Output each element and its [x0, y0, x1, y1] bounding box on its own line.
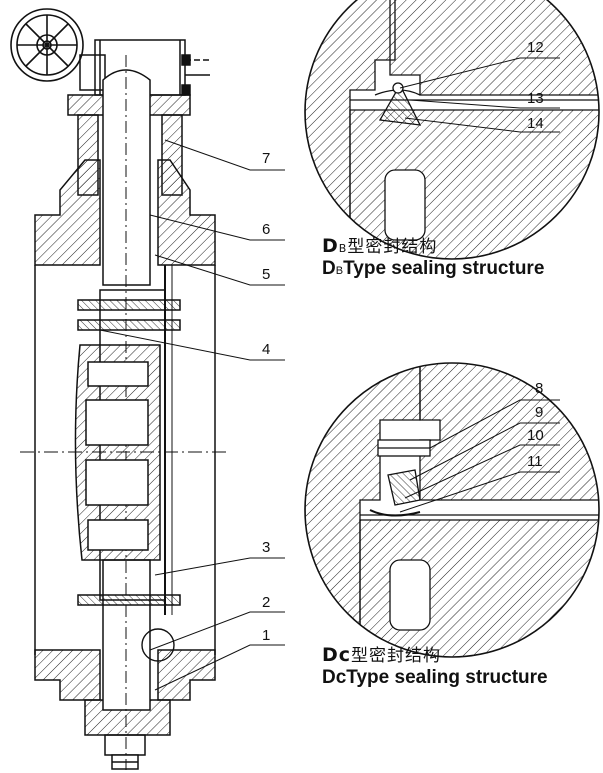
part-number-14: 14	[527, 115, 544, 132]
part-number-8: 8	[535, 380, 543, 397]
caption-db-zh-sub: B	[338, 242, 348, 255]
caption-db: DB型密封结构 DBType sealing structure	[322, 235, 544, 280]
caption-db-en-text: Type sealing structure	[343, 257, 545, 279]
caption-dc-zh-text: 型密封结构	[351, 646, 442, 666]
caption-dc-en: DcType sealing structure	[322, 667, 548, 689]
part-number-6: 6	[262, 221, 270, 238]
part-number-13: 13	[527, 90, 544, 107]
part-number-4: 4	[262, 341, 270, 358]
part-number-7: 7	[262, 150, 270, 167]
caption-db-zh-prefix: D	[322, 235, 339, 257]
caption-dc-en-prefix: Dc	[322, 666, 347, 688]
caption-db-en: DBType sealing structure	[322, 258, 544, 280]
caption-dc-en-text: Type sealing structure	[346, 666, 548, 688]
part-number-9: 9	[535, 404, 543, 421]
part-number-11: 11	[527, 453, 543, 470]
gearbox	[79, 39, 210, 96]
caption-dc: Dc型密封结构 DcType sealing structure	[322, 644, 548, 689]
caption-dc-zh: Dc型密封结构	[322, 644, 548, 667]
part-number-1: 1	[262, 627, 270, 644]
part-number-12: 12	[527, 39, 544, 56]
handwheel	[10, 8, 84, 82]
part-number-5: 5	[262, 266, 270, 283]
detail-dc	[304, 362, 600, 658]
caption-db-en-prefix: D	[322, 257, 336, 279]
caption-db-en-sub: B	[335, 264, 344, 277]
caption-db-zh-text: 型密封结构	[347, 237, 438, 257]
caption-dc-zh-prefix: Dc	[322, 644, 352, 666]
caption-db-zh: DB型密封结构	[322, 235, 544, 258]
detail-circle	[141, 628, 175, 662]
part-number-10: 10	[527, 427, 544, 444]
part-number-2: 2	[262, 594, 270, 611]
leader-lines	[99, 139, 285, 691]
part-number-3: 3	[262, 539, 270, 556]
shaft	[102, 55, 151, 770]
valve-body	[34, 94, 216, 770]
